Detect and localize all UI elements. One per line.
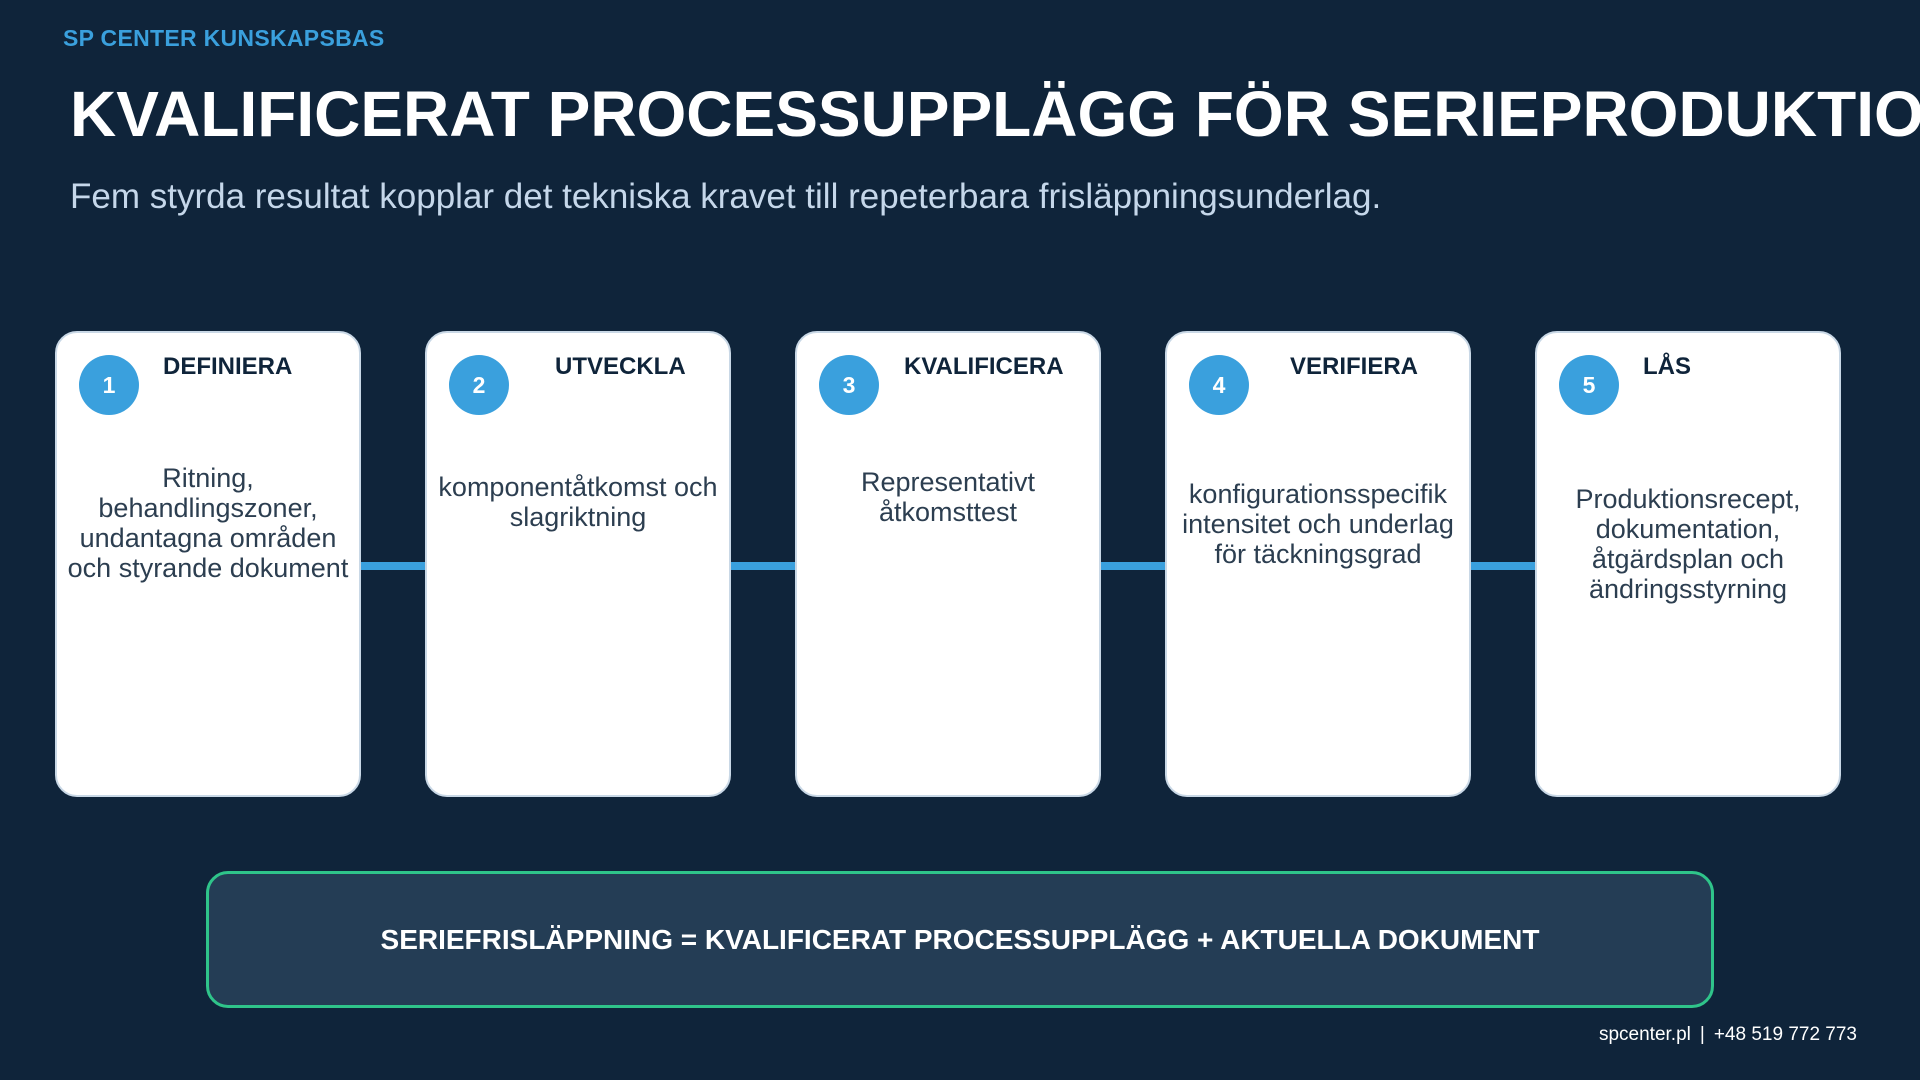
footer-phone[interactable]: +48 519 772 773 [1713, 1024, 1857, 1045]
step-number-badge: 2 [449, 355, 509, 415]
brand-label: SP CENTER KUNSKAPSBAS [63, 25, 385, 51]
step-number-badge: 3 [819, 355, 879, 415]
step-card-2: 2 UTVECKLA komponentåtkomst och slagrikt… [425, 331, 731, 797]
step-title: VERIFIERA [1290, 353, 1419, 380]
step-title: DEFINIERA [163, 353, 293, 380]
step-card-4: 4 VERIFIERA konfigurationsspecifik inten… [1165, 331, 1471, 797]
release-equation-banner: SERIEFRISLÄPPNING = KVALIFICERAT PROCESS… [206, 871, 1714, 1008]
step-description: komponentåtkomst och slagriktning [438, 472, 718, 532]
step-description: Representativt åtkomsttest [860, 467, 1036, 527]
step-card-1: 1 DEFINIERA Ritning, behandlingszoner, u… [55, 331, 361, 797]
step-title: UTVECKLA [555, 353, 686, 380]
step-number-badge: 1 [79, 355, 139, 415]
step-card-3: 3 KVALIFICERA Representativt åtkomsttest [795, 331, 1101, 797]
step-title: LÅS [1643, 353, 1691, 380]
step-description: Ritning, behandlingszoner, undantagna om… [67, 463, 349, 583]
step-number-badge: 4 [1189, 355, 1249, 415]
step-card-5: 5 LÅS Produktionsrecept, dokumentation, … [1535, 331, 1841, 797]
footer-website[interactable]: spcenter.pl [1598, 1024, 1691, 1045]
step-title: KVALIFICERA [904, 353, 1064, 380]
step-description: konfigurationsspecifik intensitet och un… [1182, 479, 1454, 569]
step-description: Produktionsrecept, dokumentation, åtgärd… [1575, 484, 1801, 604]
footer-contact: spcenter.pl | +48 519 772 773 [1599, 1024, 1857, 1046]
page-title: KVALIFICERAT PROCESSUPPLÄGG FÖR SERIEPRO… [70, 78, 1920, 150]
footer-separator: | [1699, 1024, 1705, 1045]
page-subtitle: Fem styrda resultat kopplar det tekniska… [70, 177, 1382, 216]
step-number-badge: 5 [1559, 355, 1619, 415]
